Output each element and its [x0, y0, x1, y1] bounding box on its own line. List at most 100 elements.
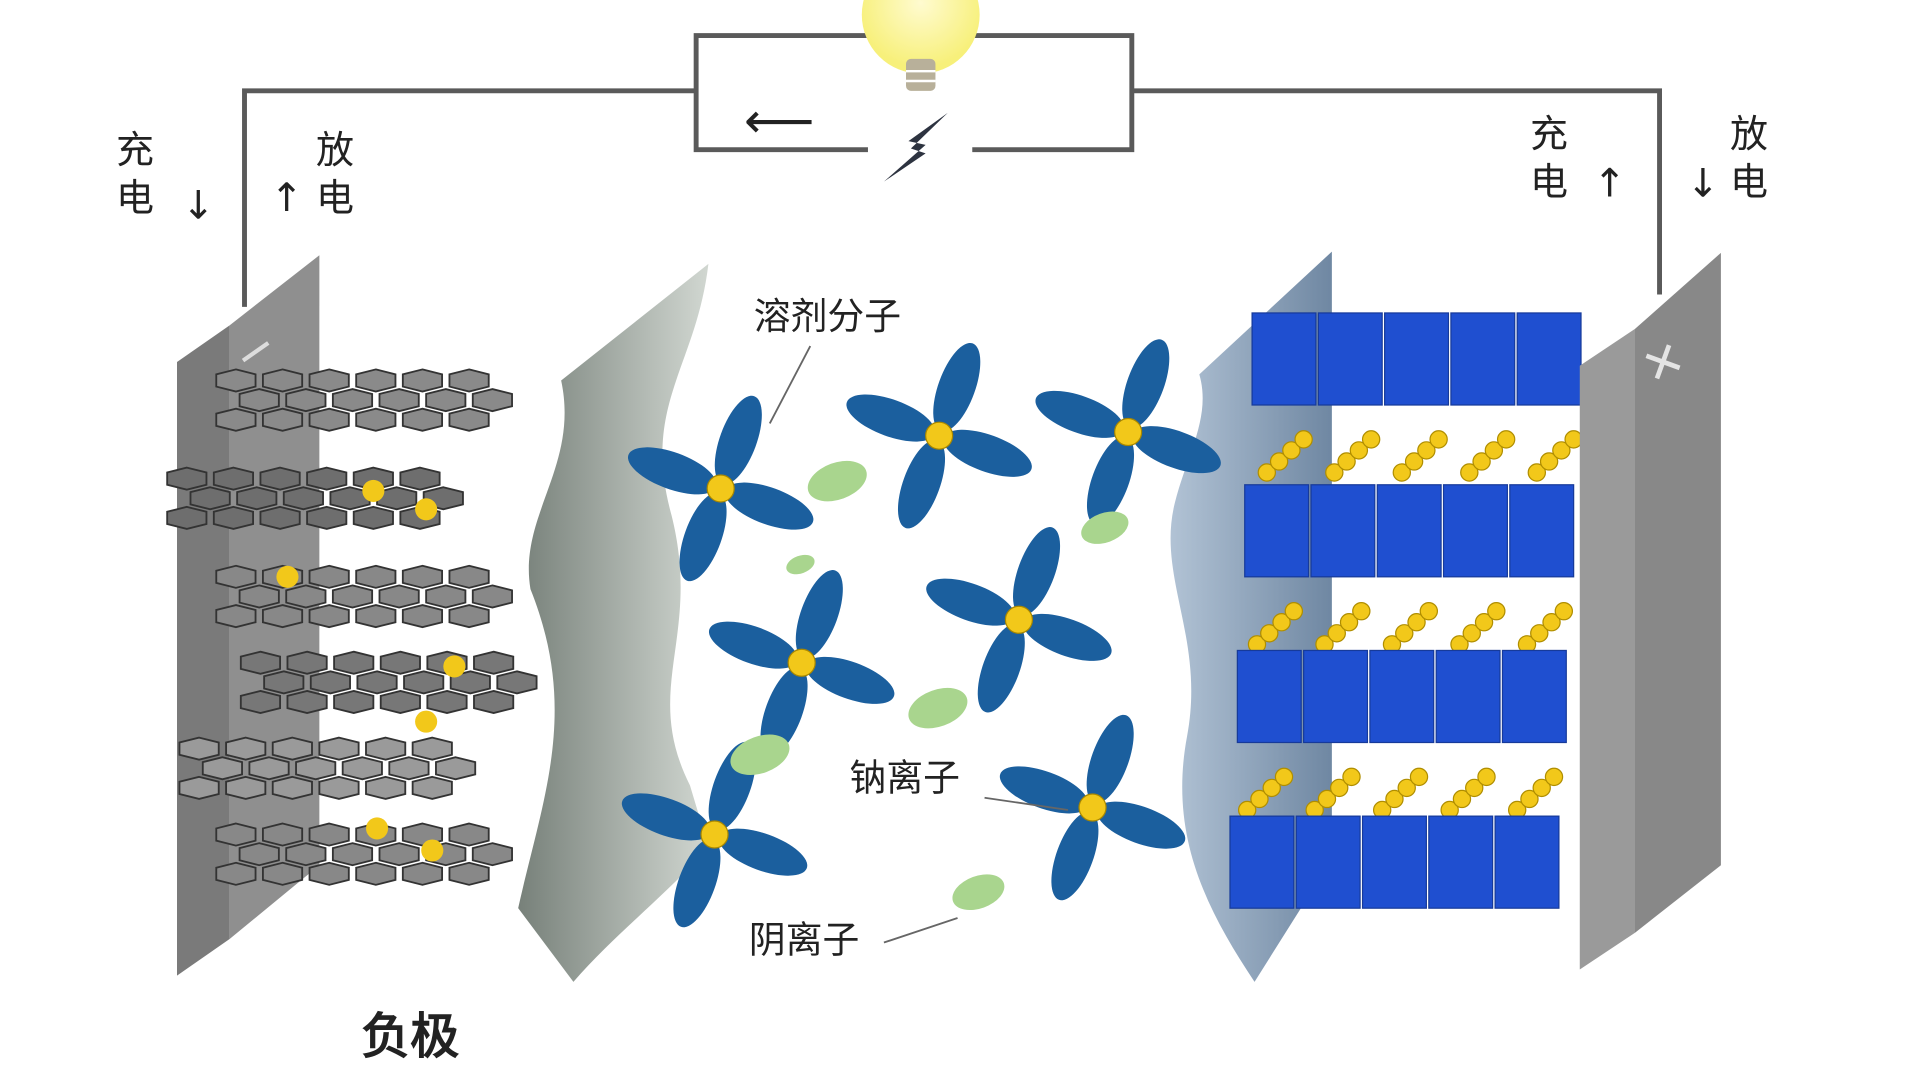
- sodium-ion: [1385, 789, 1404, 809]
- graphite-hexagon: [448, 368, 490, 393]
- graphite-hexagon: [448, 861, 490, 886]
- graphite-hexagon: [215, 368, 257, 393]
- left-charge-label: 充电: [115, 128, 154, 220]
- left-charge-arrow: ↓: [182, 183, 215, 228]
- graphite-hexagon: [239, 690, 282, 714]
- right-charge-arrow: ↑: [1593, 161, 1626, 206]
- graphite-hexagon: [473, 690, 515, 714]
- solvent-molecule: [846, 394, 935, 442]
- sodium-ion: [366, 817, 389, 840]
- cathode-layer: [1251, 312, 1582, 406]
- left-discharge-arrow: ↑: [270, 176, 303, 221]
- graphite-hexagon: [285, 388, 327, 413]
- positive-current-collector: +: [1579, 252, 1721, 970]
- graphite-hexagon: [261, 861, 304, 886]
- cathode-block: [1244, 484, 1310, 578]
- sodium-ion: [415, 498, 438, 521]
- sodium-ion: [1404, 452, 1424, 471]
- solvent-molecule: [1035, 390, 1124, 438]
- graphite-hexagon: [355, 604, 397, 629]
- solvent-molecule: [621, 793, 711, 841]
- sodium-ion: [787, 648, 816, 677]
- graphite-hexagon: [365, 775, 407, 800]
- solvent-molecule: [724, 482, 814, 530]
- cathode-block: [1516, 312, 1582, 406]
- lightning-bolt-icon: [883, 112, 948, 182]
- graphite-hexagon: [401, 564, 444, 589]
- graphite-hexagon: [212, 466, 255, 491]
- sodium-ion: [415, 710, 438, 733]
- graphite-hexagon: [285, 842, 327, 867]
- sodium-ion: [1564, 430, 1583, 449]
- layered-oxide-cathode: [1229, 312, 1583, 909]
- annotation-leaders: [768, 345, 1069, 944]
- sodium-ion: [1078, 793, 1107, 822]
- graphite-sheet: [166, 466, 464, 530]
- anion: [786, 554, 815, 575]
- sodium-ion: [1294, 430, 1313, 449]
- sodium-ion: [1361, 430, 1381, 449]
- solvent-molecule: [933, 342, 981, 432]
- graphite-hexagon: [471, 842, 513, 867]
- anion: [1081, 511, 1129, 544]
- graphite-hexagon: [352, 505, 394, 530]
- graphite-hexagon: [178, 775, 220, 800]
- sodium-ion: [1496, 430, 1516, 449]
- sodium-ion: [1539, 452, 1559, 471]
- sodium-ion: [1284, 601, 1304, 621]
- solvent-molecule: [673, 838, 721, 928]
- cathode-block: [1361, 815, 1427, 909]
- sodium-ion: [1392, 463, 1412, 482]
- graphite-hexagon: [435, 756, 477, 781]
- right-discharge-arrow: ↓: [1687, 161, 1720, 206]
- solvent-molecule-label: 溶剂分子: [754, 295, 901, 338]
- graphite-hexagon: [399, 466, 441, 491]
- sodium-ion: [1395, 624, 1414, 643]
- sodium-ion: [706, 474, 735, 503]
- cathode-block: [1310, 484, 1376, 578]
- graphite-hexagon: [238, 388, 280, 413]
- graphite-hexagon: [378, 584, 420, 609]
- solvent-molecule: [977, 623, 1025, 713]
- sodium-ion: [925, 421, 954, 450]
- graphite-hexagon: [378, 388, 420, 413]
- solvent-molecule: [1086, 436, 1135, 525]
- graphite-hexagon: [378, 842, 420, 867]
- graphite-hexagon: [215, 604, 257, 629]
- solvent-molecule: [805, 656, 895, 704]
- graphite-hexagon: [365, 736, 407, 761]
- solvated-sodium-ion: [1035, 339, 1221, 525]
- anion: [908, 687, 968, 729]
- graphite-hexagon: [355, 407, 397, 432]
- sodium-ion: [1527, 463, 1547, 482]
- graphite-hexagon: [263, 670, 305, 695]
- sodium-ion: [1250, 789, 1269, 809]
- solvent-molecule: [718, 828, 808, 876]
- sodium-ion: [1004, 605, 1034, 634]
- solvated-sodium-ion: [846, 342, 1032, 529]
- sodium-ion: [1272, 613, 1291, 632]
- graphite-hexagon: [356, 670, 398, 695]
- sodium-ion: [1274, 767, 1294, 787]
- sodium-ion: [1465, 778, 1484, 798]
- graphite-hexagon: [215, 822, 257, 847]
- graphite-anode: [166, 368, 538, 886]
- sodium-ion: [1257, 463, 1277, 482]
- anion: [807, 460, 867, 502]
- graphite-hexagon: [215, 564, 257, 589]
- sodium-ion: [700, 820, 729, 849]
- graphite-hexagon: [448, 822, 490, 847]
- graphite-hexagon: [225, 775, 267, 800]
- graphite-hexagon: [308, 407, 350, 432]
- negative-electrode-label: 负极: [361, 1007, 459, 1065]
- solvent-molecule: [708, 621, 798, 669]
- graphite-hexagon: [308, 822, 350, 847]
- external-circuit: [242, 33, 1662, 307]
- graphite-hexagon: [341, 756, 383, 781]
- graphite-hexagon: [308, 604, 350, 629]
- graphite-hexagon: [225, 736, 267, 761]
- sodium-ion: [1407, 613, 1426, 632]
- solvent-molecule: [926, 578, 1015, 626]
- graphite-sheet: [215, 822, 513, 886]
- cathode-block: [1229, 815, 1295, 909]
